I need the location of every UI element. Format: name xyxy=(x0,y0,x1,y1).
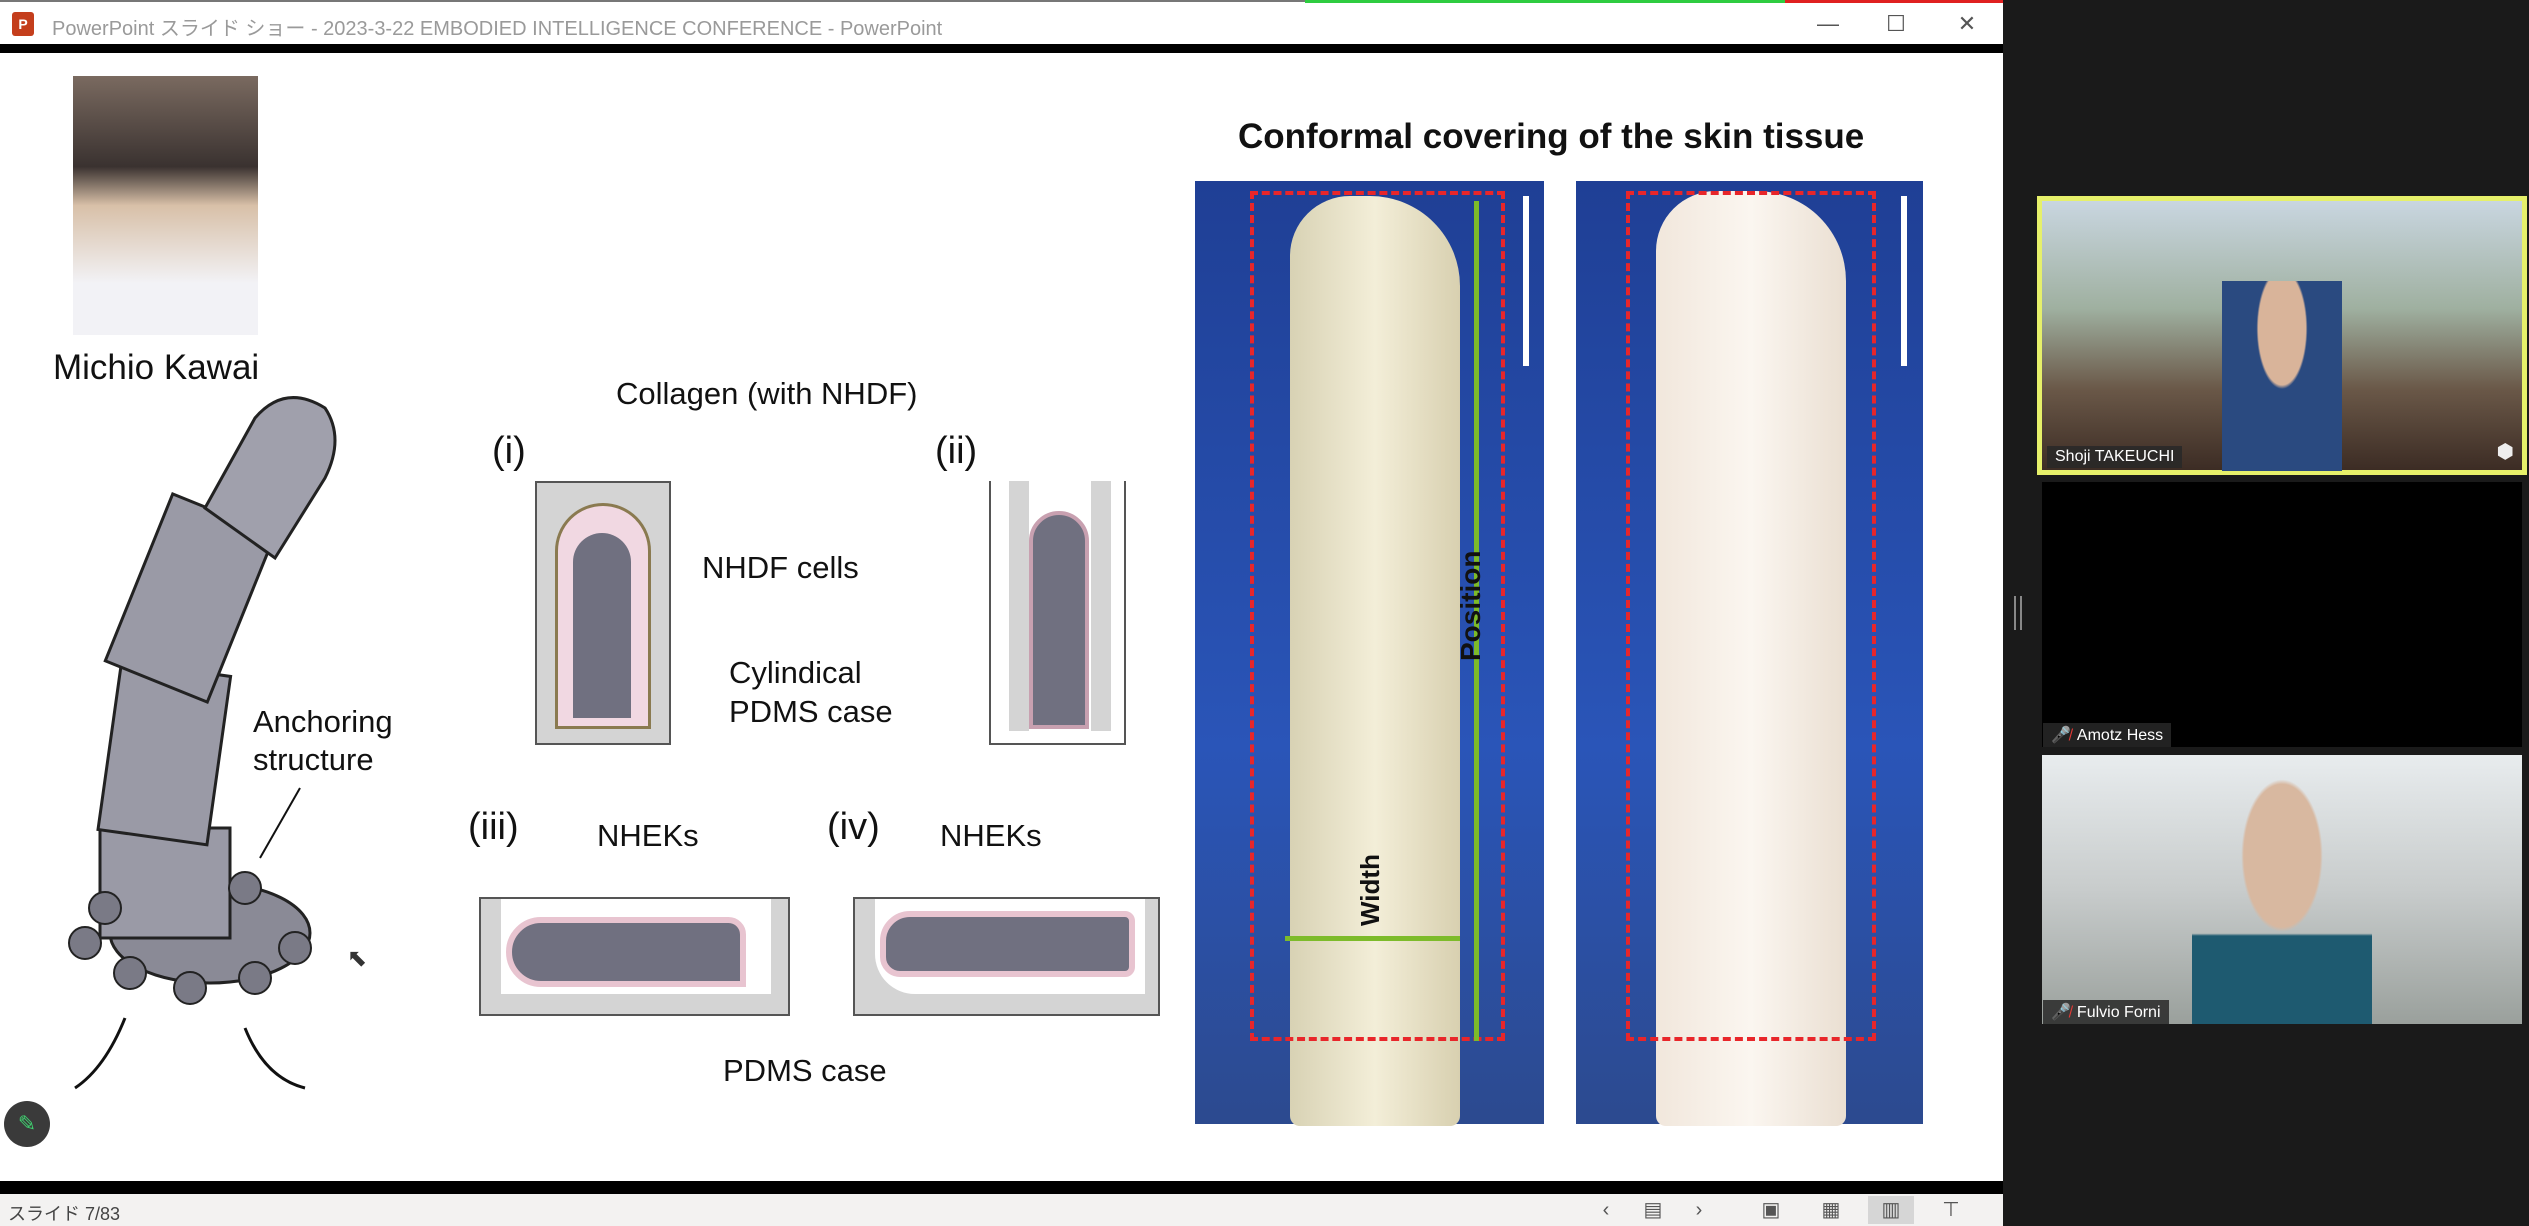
slideshow-icon[interactable]: ⊤ xyxy=(1942,1199,1960,1221)
close-button[interactable]: ✕ xyxy=(1957,11,1977,36)
divider xyxy=(0,1181,2003,1194)
collagen-label: Collagen (with NHDF) xyxy=(616,376,918,411)
window-title: PowerPoint スライド ショー - 2023-3-22 EMBODIED… xyxy=(52,18,943,40)
width-arrow xyxy=(1285,936,1460,941)
photo-finger-before: Position Width xyxy=(1195,181,1544,1126)
cylindrical-label: Cylindical xyxy=(729,655,862,690)
muted-mic-icon: 🎤̸ xyxy=(2051,1004,2071,1021)
video-tile-shoji[interactable]: Shoji TAKEUCHI ⬢ xyxy=(2037,196,2527,475)
participant-name-bar: 🎤̸ Fulvio Forni xyxy=(2043,1000,2169,1024)
minimize-button[interactable]: — xyxy=(1817,11,1839,36)
slide-canvas: Michio Kawai Anchoring structure (i) Col… xyxy=(0,53,2003,1181)
position-label: Position xyxy=(1455,550,1486,661)
next-slide-button[interactable]: › xyxy=(1695,1199,1703,1221)
cylindrical-case-ii xyxy=(989,481,1126,745)
finger-core xyxy=(573,533,631,718)
scale-bar xyxy=(1523,196,1529,366)
video-tile-amotz[interactable]: 🎤̸ Amotz Hess xyxy=(2042,482,2522,747)
slide-list-icon[interactable]: ▤ xyxy=(1643,1199,1663,1221)
finger-shape xyxy=(1290,196,1460,1126)
slide-counter: スライド 7/83 xyxy=(8,1204,121,1224)
previous-slide-button[interactable]: ‹ xyxy=(1602,1199,1610,1221)
anchoring-structure-label: Anchoring structure xyxy=(253,704,393,777)
cube-icon: ⬢ xyxy=(2496,441,2514,463)
pdms-case-label: PDMS case xyxy=(723,1053,887,1088)
status-indicator-red xyxy=(1785,0,2003,3)
position-arrow xyxy=(1474,201,1479,1041)
width-label: Width xyxy=(1355,854,1385,926)
muted-mic-icon: 🎤̸ xyxy=(2051,727,2071,744)
nhdf-cells-label: NHDF cells xyxy=(702,550,859,585)
pen-tool-button[interactable]: ✎ xyxy=(4,1101,50,1147)
scale-bar xyxy=(1901,196,1907,366)
photo-finger-after xyxy=(1576,181,1923,1126)
nheks-label-1: NHEKs xyxy=(597,818,699,853)
participant-name: Shoji TAKEUCHI xyxy=(2047,446,2183,468)
presenter-name: Michio Kawai xyxy=(53,348,260,387)
robot-finger-illustration xyxy=(68,396,337,1090)
pdms-case-iv xyxy=(853,897,1160,1016)
participant-video xyxy=(2222,281,2342,471)
powerpoint-icon: P xyxy=(12,12,34,36)
step-iii-label: (iii) xyxy=(468,806,519,848)
photo-title: Conformal covering of the skin tissue xyxy=(1238,117,1865,156)
skin-covered-finger xyxy=(1656,191,1846,1126)
step-i-label: (i) xyxy=(492,430,526,472)
maximize-button[interactable]: ☐ xyxy=(1886,11,1906,36)
cylindrical-case-i xyxy=(535,481,671,745)
participant-video xyxy=(2192,765,2372,1024)
slide-sorter-icon[interactable]: ▦ xyxy=(1821,1199,1841,1221)
dashed-region xyxy=(1626,191,1876,1041)
participant-name-bar: 🎤̸ Amotz Hess xyxy=(2043,723,2172,747)
divider xyxy=(0,44,2003,53)
status-indicator-green xyxy=(1305,0,1785,3)
pdms-case-iii xyxy=(479,897,790,1016)
slideshow-statusbar: スライド 7/83 ‹ ▤ › ▣ ▦ ▥ ⊤ xyxy=(0,1194,2003,1226)
reading-view-icon[interactable]: ▥ xyxy=(1868,1196,1914,1224)
nheks-label-2: NHEKs xyxy=(940,818,1042,853)
mouse-cursor-icon: ⬉ xyxy=(347,945,368,972)
window-titlebar: P PowerPoint スライド ショー - 2023-3-22 EMBODI… xyxy=(0,0,2003,44)
video-tile-fulvio[interactable]: 🎤̸ Fulvio Forni xyxy=(2042,755,2522,1024)
finger-covered xyxy=(1029,511,1089,729)
participant-name: Amotz Hess xyxy=(2076,727,2164,744)
step-ii-label: (ii) xyxy=(935,430,978,472)
normal-view-icon[interactable]: ▣ xyxy=(1761,1199,1781,1221)
panel-resize-handle[interactable] xyxy=(2014,596,2022,630)
participant-name: Fulvio Forni xyxy=(2076,1004,2161,1021)
dashed-region xyxy=(1250,191,1505,1041)
step-iv-label: (iv) xyxy=(827,806,880,848)
pdms-case-label-top: PDMS case xyxy=(729,694,893,729)
presenter-photo xyxy=(73,76,258,335)
